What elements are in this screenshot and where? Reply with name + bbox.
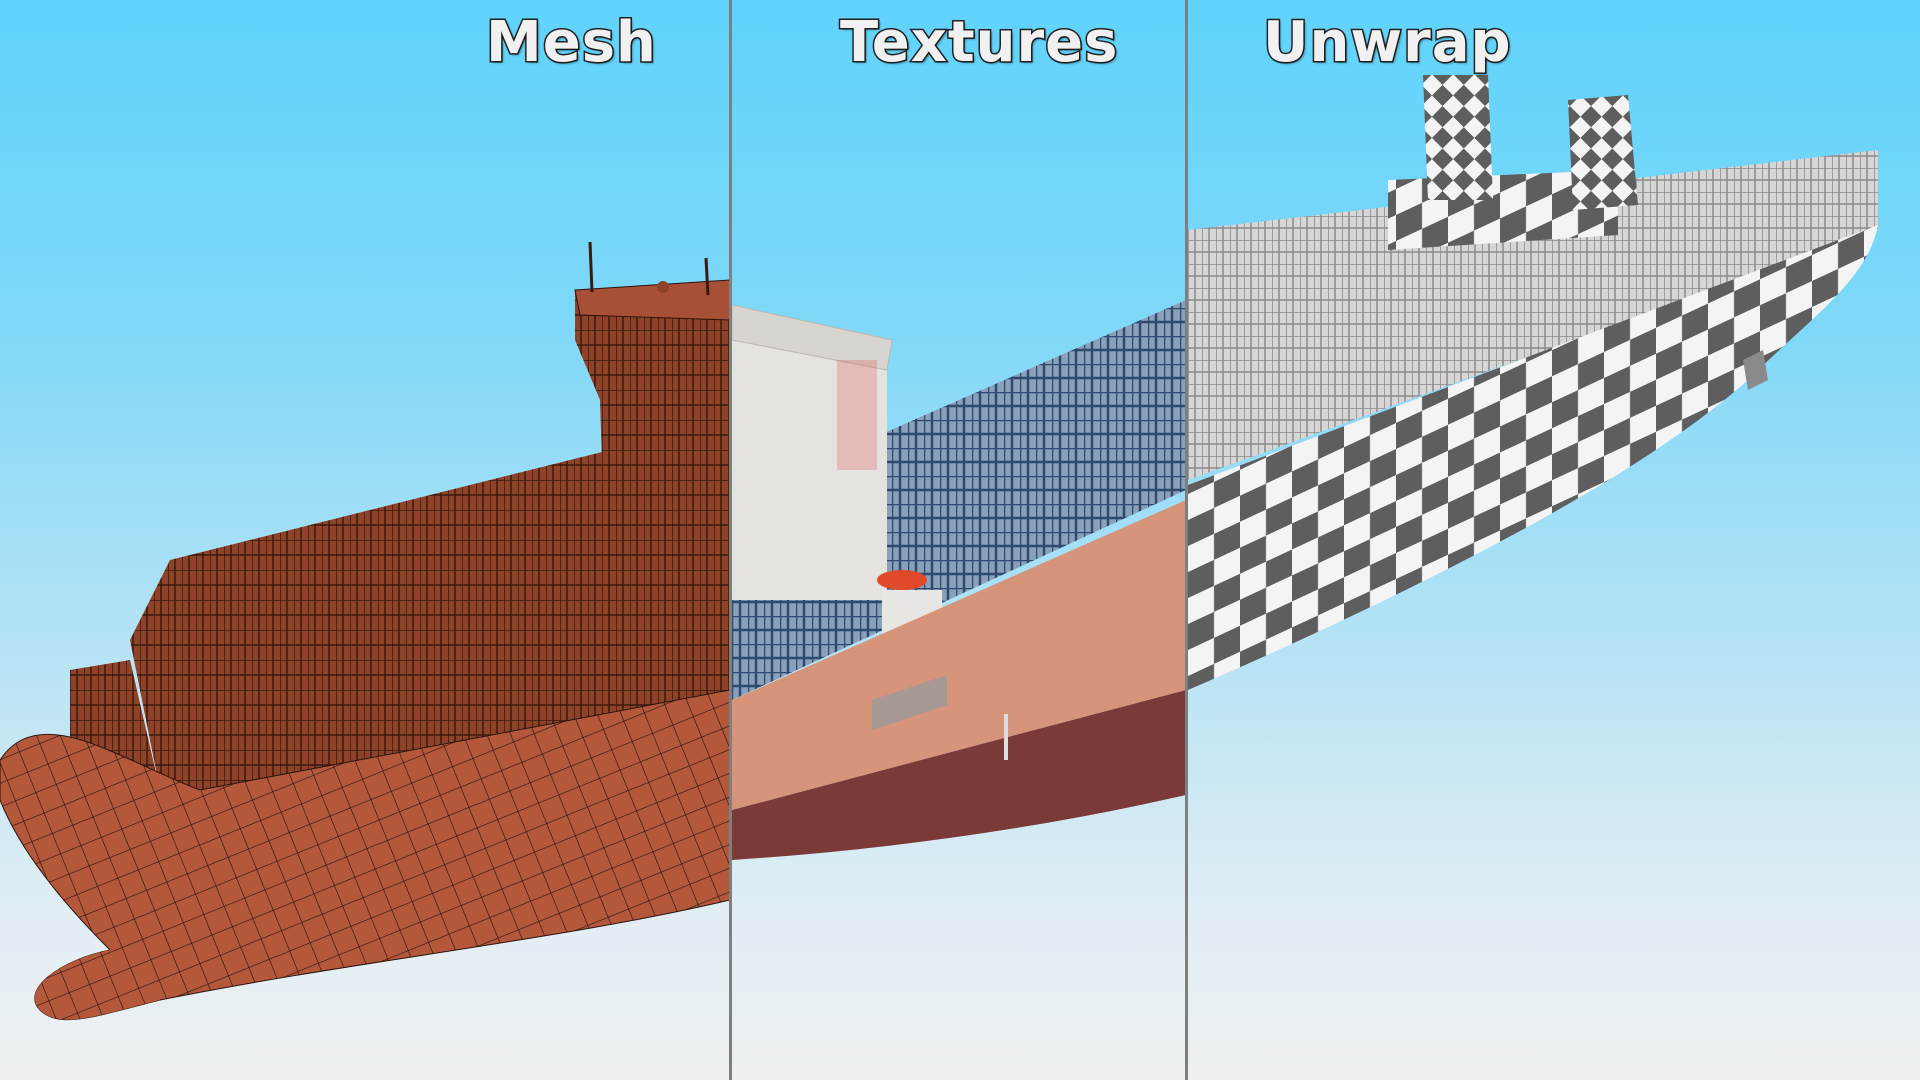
unwrap-panel: Unwrap <box>1188 0 1920 1080</box>
panel-label-unwrap: Unwrap <box>1262 9 1513 77</box>
panel-divider-2 <box>1185 0 1188 1080</box>
unwrap-ship-render <box>1188 75 1878 690</box>
textures-panel: Textures <box>732 0 1186 1080</box>
mesh-panel: Mesh <box>0 0 730 1080</box>
panel-label-mesh: Mesh <box>485 9 658 77</box>
panel-divider-1 <box>729 0 732 1080</box>
textures-ship-render <box>732 300 1186 860</box>
mesh-ship-render <box>0 241 730 1021</box>
panel-label-textures: Textures <box>838 9 1119 77</box>
